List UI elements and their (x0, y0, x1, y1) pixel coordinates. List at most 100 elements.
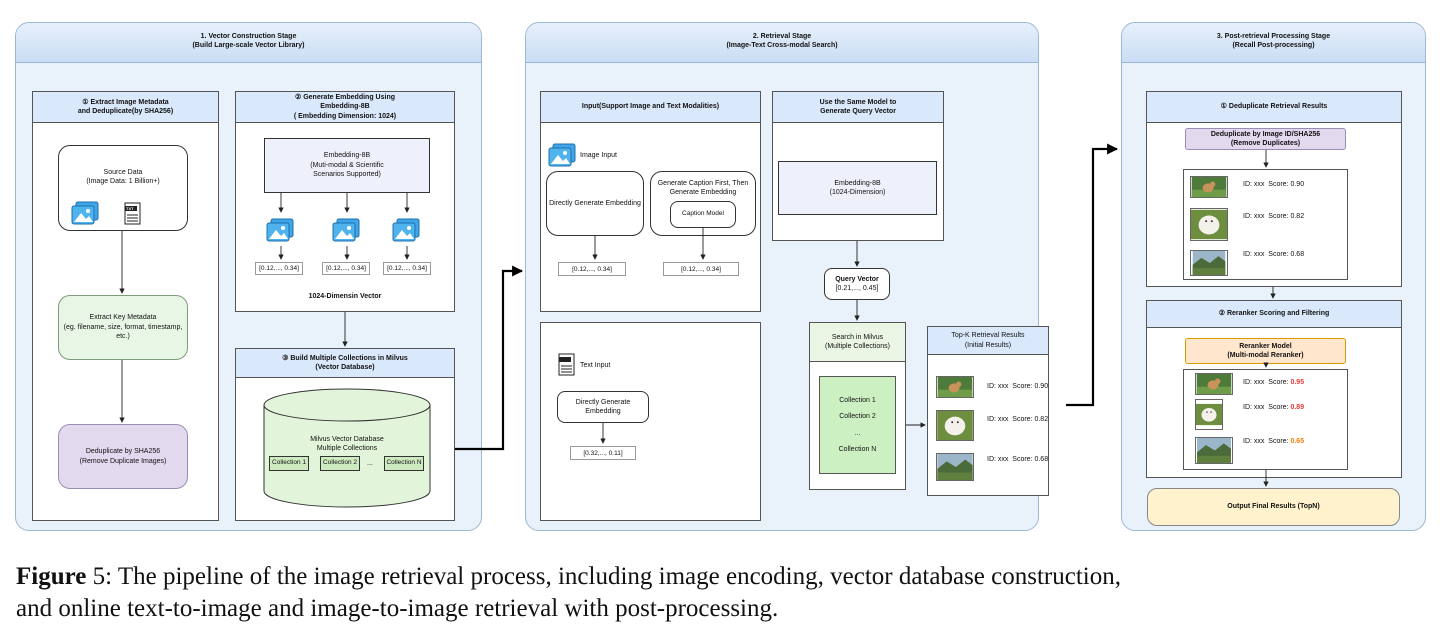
text-doc-icon (558, 353, 575, 376)
direct-embedding-box-text: Directly Generate Embedding (557, 391, 649, 423)
panel-title: ② Reranker Scoring and Filtering (1218, 310, 1330, 318)
figure-label: Figure (16, 563, 87, 590)
panel-title: Generate Query Vector (820, 108, 896, 115)
panel-title: and Deduplicate(by SHA256) (77, 108, 174, 115)
milvus-collections-header: ③ Build Multiple Collections in Milvus (… (236, 349, 454, 378)
caption-text: : The pipeline of the image retrieval pr… (105, 563, 1121, 590)
score-value: 0.82 (1290, 213, 1305, 220)
direct-embedding-box: Directly Generate Embedding (546, 171, 644, 236)
stage-2-subtitle: (Image-Text Cross-modal Search) (726, 42, 838, 50)
score-label: Score: (1012, 456, 1033, 463)
collection-box: Collection 1 (269, 456, 309, 471)
query-vector-box: Query Vector [0.21,..., 0.45] (824, 268, 890, 300)
output-label: Output Final Results (TopN) (1227, 503, 1320, 511)
panel-title: (Initial Results) (964, 341, 1012, 349)
score-label: Score: (1012, 416, 1033, 423)
model-name: Embedding-8B (323, 152, 371, 160)
score-value: 0.68 (1034, 456, 1049, 463)
stage-1-subtitle: (Build Large-scale Vector Library) (192, 42, 305, 50)
model-desc: (Muti-modal & Scientific (310, 161, 384, 169)
vector-value: [0.12,..., 0.34] (663, 262, 739, 276)
panel-title: ① Deduplicate Retrieval Results (1220, 103, 1328, 111)
vector-value: [0.12,..., 0.34] (255, 262, 303, 275)
result-thumb-white-dog (1190, 208, 1228, 241)
output-final-results-box: Output Final Results (TopN) (1147, 488, 1400, 526)
vector-value: [0.12,..., 0.34] (383, 262, 431, 275)
model-name: Embedding-8B (834, 179, 881, 187)
panel-title: ③ Build Multiple Collections in Milvus (282, 354, 408, 362)
model-desc: Scenarios Supported) (313, 171, 381, 179)
panel-title: ② Generate Embedding Using (294, 94, 395, 102)
collection-box: Collection 2 (320, 456, 360, 471)
dedup-id-box: Deduplicate by Image ID/SHA256 (Remove D… (1185, 128, 1346, 150)
collection-item: Collection 2 (839, 413, 876, 421)
collection-item: Collection N (838, 445, 877, 453)
image-stack-icon (266, 218, 294, 242)
panel-title: Input(Support Image and Text Modalities) (581, 103, 720, 111)
result-id: ID: xxx (1243, 438, 1265, 445)
score-label: Score: (1268, 251, 1289, 258)
result-id: ID: xxx (1243, 251, 1265, 258)
milvus-db-label: Milvus Vector Database Multiple Collecti… (262, 435, 432, 454)
stage-3-title: 3. Post-retrieval Processing Stage (1216, 33, 1331, 40)
result-thumb-white-dog (936, 410, 974, 441)
result-id: ID: xxx (987, 383, 1009, 390)
result-id: ID: xxx (1243, 404, 1265, 411)
stage-2-header: 2. Retrieval Stage (Image-Text Cross-mod… (526, 23, 1038, 63)
query-vector-title: Query Vector (835, 275, 879, 283)
milvus-db-sub: Multiple Collections (316, 445, 378, 453)
query-vector-value: [0.21,..., 0.45] (835, 285, 879, 292)
dedup-sub: (Remove Duplicate Images) (79, 457, 167, 465)
reranker-model-sub: (Multi-modal Reranker) (1227, 352, 1304, 359)
image-input-label: Image Input (580, 152, 617, 159)
source-data-sub: (Image Data: 1 Billion+) (86, 178, 160, 186)
score-label: Score: (1268, 404, 1289, 411)
milvus-db-title: Milvus Vector Database (310, 436, 384, 443)
dedup-box-sub: (Remove Duplicates) (1230, 140, 1301, 147)
collection-ellipsis: ... (367, 460, 373, 467)
result-line: ID: xxx Score: 0.68 (987, 456, 1048, 463)
panel-title: Top-K Retrieval Results (951, 332, 1025, 340)
score-value: 0.90 (1034, 383, 1049, 390)
dedup-label: Deduplicate by SHA256 (85, 448, 161, 456)
result-line: ID: xxx Score: 0.82 (1243, 213, 1304, 220)
stage-3-header: 3. Post-retrieval Processing Stage (Reca… (1122, 23, 1425, 63)
result-line: ID: xxx Score: 0.95 (1243, 379, 1304, 386)
result-thumb-landscape (936, 453, 974, 481)
text-doc-icon (124, 202, 141, 225)
result-id: ID: xxx (1243, 379, 1265, 386)
result-thumb-dog (1190, 176, 1228, 198)
milvus-database-cylinder (263, 388, 431, 508)
extract-label: Extract Key Metadata (89, 314, 157, 322)
topk-results-header: Top-K Retrieval Results (Initial Results… (928, 327, 1048, 355)
reranker-model-title: Reranker Model (1239, 342, 1292, 350)
query-model-header: Use the Same Model to Generate Query Vec… (773, 92, 943, 123)
score-value: 0.90 (1290, 181, 1305, 188)
stage-1-header: 1. Vector Construction Stage (Build Larg… (16, 23, 481, 63)
result-thumb-landscape (1195, 437, 1233, 464)
stage-1-title: 1. Vector Construction Stage (200, 33, 297, 40)
score-value: 0.82 (1034, 416, 1049, 423)
result-line: ID: xxx Score: 0.68 (1243, 251, 1304, 258)
panel-title: ① Extract Image Metadata (82, 98, 169, 106)
figure-caption: Figure 5: The pipeline of the image retr… (16, 561, 1436, 625)
generate-embedding-header: ② Generate Embedding Using Embedding-8B … (236, 92, 454, 123)
image-stack-icon (548, 143, 576, 167)
result-thumb-dog (936, 376, 974, 398)
vector-value: [0.32,..., 0.11] (570, 446, 636, 460)
result-id: ID: xxx (987, 416, 1009, 423)
dedup-sha256-box: Deduplicate by SHA256 (Remove Duplicate … (58, 424, 188, 489)
model-desc: (1024-Dimension) (829, 189, 886, 196)
result-id: ID: xxx (1243, 213, 1265, 220)
panel-title: Use the Same Model to (819, 98, 897, 106)
collection-item: ... (854, 429, 861, 437)
generate-embedding-panel: ② Generate Embedding Using Embedding-8B … (235, 91, 455, 312)
query-embedding-box: Embedding-8B (1024-Dimension) (778, 161, 937, 215)
vector-dimension-label: 1024-Dimensin Vector (308, 293, 382, 300)
result-line: ID: xxx Score: 0.89 (1243, 404, 1304, 411)
score-label: Score: (1268, 379, 1289, 386)
caption-model-box: Caption Model (670, 201, 736, 228)
result-line: ID: xxx Score: 0.65 (1243, 438, 1304, 445)
txt-icon-label: TXT (126, 206, 134, 211)
panel-title: (Vector Database) (315, 364, 375, 371)
